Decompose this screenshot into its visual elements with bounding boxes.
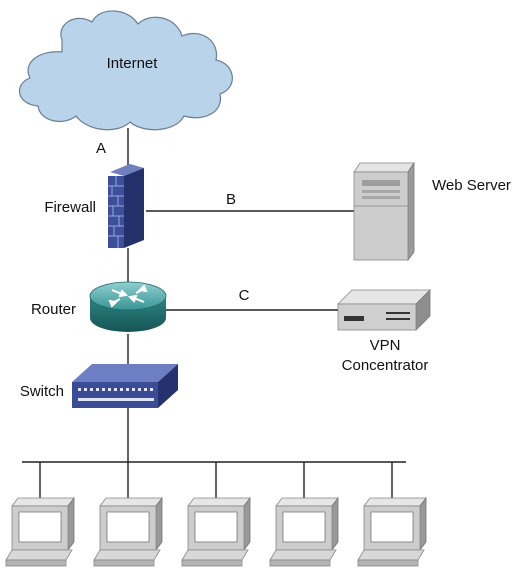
workstation-icon [357, 496, 427, 567]
switch-label: Switch [20, 383, 64, 400]
workstations [5, 496, 427, 567]
link-label-a: A [96, 140, 106, 157]
firewall-label: Firewall [44, 199, 96, 216]
web-server-label: Web Server [432, 177, 511, 194]
vpn-label-line2: Concentrator [342, 357, 429, 374]
link-label-b: B [226, 191, 236, 208]
workstation-icon [5, 496, 75, 567]
router-label: Router [31, 301, 76, 318]
workstation-icon [93, 496, 163, 567]
vpn-concentrator-icon [337, 289, 431, 331]
connection-lines [22, 128, 406, 498]
firewall-brick-icon [108, 164, 144, 248]
cloud-icon [19, 10, 233, 131]
vpn-label-line1: VPN [370, 337, 401, 354]
link-label-c: C [239, 287, 250, 304]
internet-label: Internet [107, 55, 159, 72]
workstation-icon [181, 496, 251, 567]
workstation-icon [269, 496, 339, 567]
switch-icon [72, 364, 178, 408]
router-icon [89, 281, 167, 332]
server-tower-icon [353, 161, 415, 262]
